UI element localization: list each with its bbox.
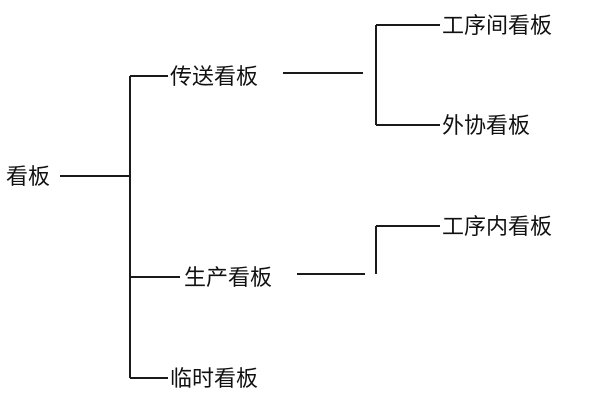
leaf-node-in-process-kanban: 工序内看板 (442, 215, 552, 240)
connector-lines (60, 24, 440, 379)
root-node-kanban: 看板 (6, 165, 50, 190)
branch-node-temporary-kanban: 临时看板 (170, 367, 258, 392)
leaf-node-outsourcing-kanban: 外协看板 (442, 114, 530, 139)
leaf-node-interprocess-kanban: 工序间看板 (442, 14, 552, 39)
branch-node-production-kanban: 生产看板 (184, 266, 272, 291)
branch-node-transfer-kanban: 传送看板 (170, 65, 258, 90)
